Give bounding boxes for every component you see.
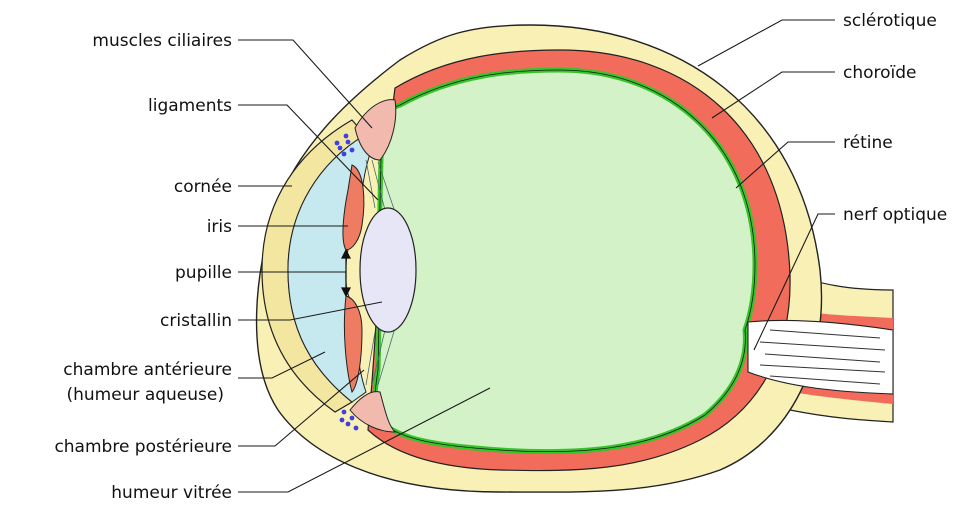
leader-muscles-ciliaires — [238, 39, 373, 129]
optic-nerve — [747, 319, 894, 395]
label-chambre-posterieure: chambre postérieure — [54, 437, 232, 457]
ciliary-muscle-upper — [354, 99, 397, 161]
ciliary-muscle-lower — [349, 391, 397, 433]
vessel-dots-lower — [339, 409, 359, 431]
leader-lines — [238, 19, 835, 493]
leader-humeur-vitree — [238, 387, 491, 493]
leader-cristallin — [238, 301, 383, 321]
label-choroide: choroïde — [843, 63, 917, 83]
label-pupille: pupille — [175, 263, 232, 283]
leader-chambre-anterieure — [238, 351, 326, 379]
label-sclerotique: sclérotique — [843, 11, 937, 31]
leader-nerf-optique — [753, 213, 835, 351]
leader-sclerotique — [697, 19, 835, 67]
lens — [359, 207, 417, 333]
label-ligaments: ligaments — [148, 96, 232, 116]
vessel-dots-upper — [334, 133, 355, 157]
label-muscles-ciliaires: muscles ciliaires — [92, 31, 232, 51]
vitreous-humour — [372, 67, 758, 455]
label-humeur-vitree: humeur vitrée — [111, 483, 232, 503]
label-humeur-aqueuse: (humeur aqueuse) — [66, 385, 224, 405]
pupil-arrow — [341, 248, 351, 298]
label-cornee: cornée — [174, 177, 232, 197]
label-nerf-optique: nerf optique — [843, 205, 947, 225]
leader-chambre-posterieure — [238, 369, 365, 447]
iris-upper — [342, 164, 365, 251]
leader-ligaments — [238, 104, 379, 201]
iris-lower — [343, 295, 363, 394]
ligaments-fibres — [365, 159, 396, 386]
leader-choroide — [711, 71, 835, 119]
label-cristallin: cristallin — [160, 311, 232, 331]
label-chambre-anterieure: chambre antérieure — [63, 360, 232, 380]
leader-retine — [735, 141, 835, 189]
label-retine: rétine — [843, 133, 893, 153]
label-iris: iris — [207, 217, 232, 237]
optic-nerve-fibres — [759, 329, 886, 385]
